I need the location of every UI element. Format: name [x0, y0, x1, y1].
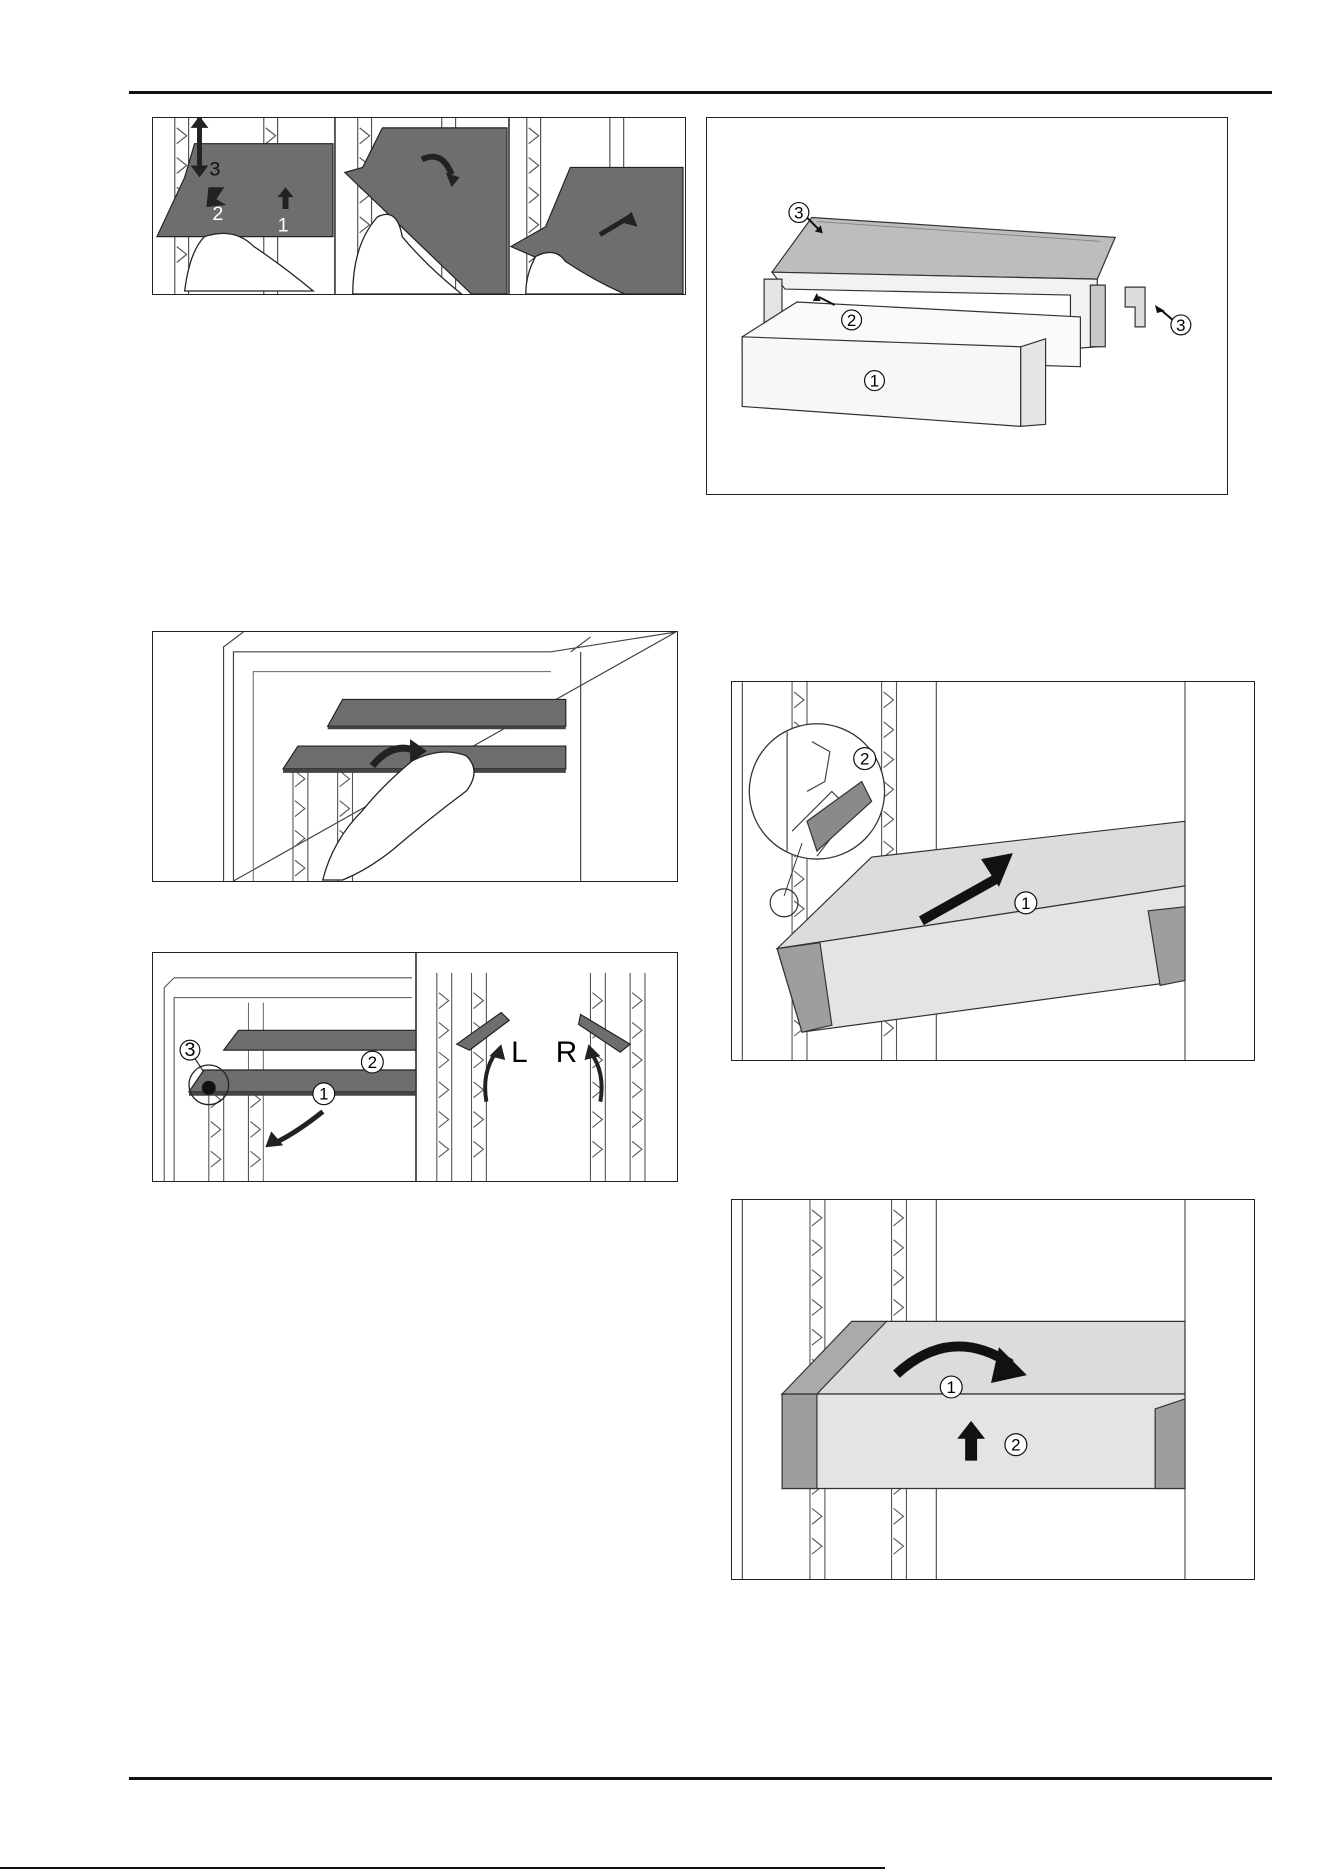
callout-2: 2 [368, 1053, 377, 1072]
callout-3: 3 [184, 1039, 195, 1061]
shelf-removal-steps-illustration: 3 2 1 [153, 118, 685, 294]
figure-shelf-insert [152, 631, 678, 882]
figure-shelf-removal-steps: 3 2 1 [152, 117, 686, 295]
letter-r: R [556, 1036, 577, 1069]
drawer-rotate-illustration: 1 2 [732, 1200, 1254, 1579]
drawer-slide-in-illustration: 1 2 [732, 682, 1254, 1060]
callout-2: 2 [1011, 1436, 1020, 1455]
callout-3-left: 3 [794, 203, 803, 222]
figure-shelf-pull-out: 3 2 1 L R [152, 952, 678, 1182]
callout-2: 2 [860, 750, 869, 769]
figure-drawer-slide-in: 1 2 [731, 681, 1255, 1061]
footer-rule [129, 1777, 1272, 1780]
shelf-pull-out-illustration: 3 2 1 L R [153, 953, 677, 1181]
callout-3-right: 3 [1176, 316, 1185, 335]
label-3: 3 [209, 158, 220, 180]
label-2: 2 [212, 203, 223, 225]
bottom-rule [0, 1867, 885, 1869]
callout-1: 1 [319, 1085, 328, 1104]
drawer-assembly-illustration: 3 2 3 1 [707, 118, 1227, 494]
figure-drawer-rotate: 1 2 [731, 1199, 1255, 1580]
letter-l: L [511, 1036, 528, 1069]
callout-1: 1 [1021, 894, 1030, 913]
shelf-insert-illustration [153, 632, 677, 881]
callout-1: 1 [870, 372, 879, 391]
header-rule [129, 91, 1272, 94]
callout-2: 2 [847, 311, 856, 330]
callout-1: 1 [947, 1378, 956, 1397]
label-1: 1 [278, 215, 289, 237]
figure-drawer-assembly: 3 2 3 1 [706, 117, 1228, 495]
